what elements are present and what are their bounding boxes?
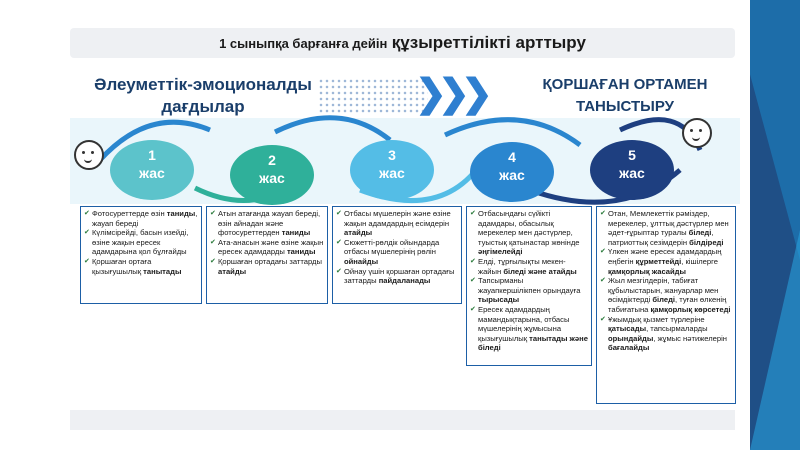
- schoolkid-icon: [682, 118, 712, 148]
- stage-unit: жас: [619, 165, 645, 181]
- skill-item: Тапсырманы жауапкершілікпен орындауға ты…: [470, 276, 588, 305]
- left-heading-line1: Әлеуметтік-эмоционалды: [94, 75, 312, 94]
- slide-left-margin: [0, 0, 60, 450]
- title-part2: құзыреттілікті арттыру: [391, 33, 586, 52]
- skill-item: Үлкен және ересек адамдардың еңбегін құр…: [600, 247, 732, 276]
- skill-item: Отбасындағы сүйікті адамдары, обасылық м…: [470, 209, 588, 257]
- skill-item: Қоршаған ортадағы заттарды атайды: [210, 257, 324, 276]
- chevron-right-icon: ❯: [438, 73, 470, 115]
- stage-circle-4: 4 жас: [470, 142, 554, 202]
- stage-unit: жас: [379, 165, 405, 181]
- stage-number: 5: [628, 147, 636, 163]
- stage-circle-1: 1 жас: [110, 140, 194, 200]
- right-heading-line1: ҚОРШАҒАН ОРТАМЕН: [542, 76, 708, 93]
- stage-2-skills-box: Атын атағанда жауап береді, өзін айнадан…: [206, 206, 328, 304]
- bottom-strip: [70, 410, 735, 430]
- stage-circle-5: 5 жас: [590, 140, 674, 200]
- skill-item: Отан, Мемлекеттік рәміздер, мерекелер, ұ…: [600, 209, 732, 247]
- chevron-right-icon: ❯: [461, 73, 493, 115]
- left-heading-line2: дағдылар: [161, 97, 245, 116]
- left-heading: Әлеуметтік-эмоционалды дағдылар: [78, 74, 328, 118]
- title-bar: 1 сыныпқа барғанға дейін құзыреттілікті …: [70, 28, 735, 58]
- stage-unit: жас: [499, 167, 525, 183]
- skill-item: Жыл мезгілдерін, табиғат құбылыстарын, ж…: [600, 276, 732, 314]
- skill-item: Отбасы мүшелерін және өзіне жақын адамда…: [336, 209, 458, 238]
- skill-item: Фотосуреттерде өзін таниды, жауап береді: [84, 209, 198, 228]
- stage-1-skills-box: Фотосуреттерде өзін таниды, жауап береді…: [80, 206, 202, 304]
- decorative-triangle-bottom: [750, 230, 800, 450]
- skill-item: Елді, тұрғылықты мекен-жайын біледі және…: [470, 257, 588, 276]
- stage-circle-2: 2 жас: [230, 145, 314, 205]
- stage-circle-3: 3 жас: [350, 140, 434, 200]
- stage-unit: жас: [259, 170, 285, 186]
- stage-4-skills-box: Отбасындағы сүйікті адамдары, обасылық м…: [466, 206, 592, 366]
- stage-number: 4: [508, 149, 516, 165]
- stage-unit: жас: [139, 165, 165, 181]
- skill-item: Күлімсірейді, басын изейді, өзіне жақын …: [84, 228, 198, 257]
- stage-3-skills-box: Отбасы мүшелерін және өзіне жақын адамда…: [332, 206, 462, 304]
- skill-item: Ата-анасын және өзіне жақын ересек адамд…: [210, 238, 324, 257]
- title-part1: 1 сыныпқа барғанға дейін: [219, 36, 388, 51]
- right-heading: ҚОРШАҒАН ОРТАМЕН ТАНЫСТЫРУ: [530, 74, 720, 118]
- chevron-right-icon: ❯: [415, 73, 447, 115]
- skill-item: Қоршаған ортаға қызығушылық танытады: [84, 257, 198, 276]
- skill-item: Сюжетті-рөлдік ойындарда отбасы мүшелері…: [336, 238, 458, 267]
- dotted-pattern: [318, 78, 428, 114]
- stage-number: 1: [148, 147, 156, 163]
- slide: 1 сыныпқа барғанға дейін құзыреттілікті …: [60, 0, 750, 450]
- child-face-icon: [74, 140, 104, 170]
- skill-item: Ұжымдық қызмет түрлеріне қатысады, тапсы…: [600, 315, 732, 353]
- stage-number: 3: [388, 147, 396, 163]
- skill-item: Ересек адамдардың мамандықтарына, отбасы…: [470, 305, 588, 353]
- stage-5-skills-box: Отан, Мемлекеттік рәміздер, мерекелер, ұ…: [596, 206, 736, 404]
- stage-number: 2: [268, 152, 276, 168]
- skill-item: Ойнау үшін қоршаған ортадағы заттарды па…: [336, 267, 458, 286]
- skill-item: Атын атағанда жауап береді, өзін айнадан…: [210, 209, 324, 238]
- right-heading-line2: ТАНЫСТЫРУ: [575, 98, 674, 115]
